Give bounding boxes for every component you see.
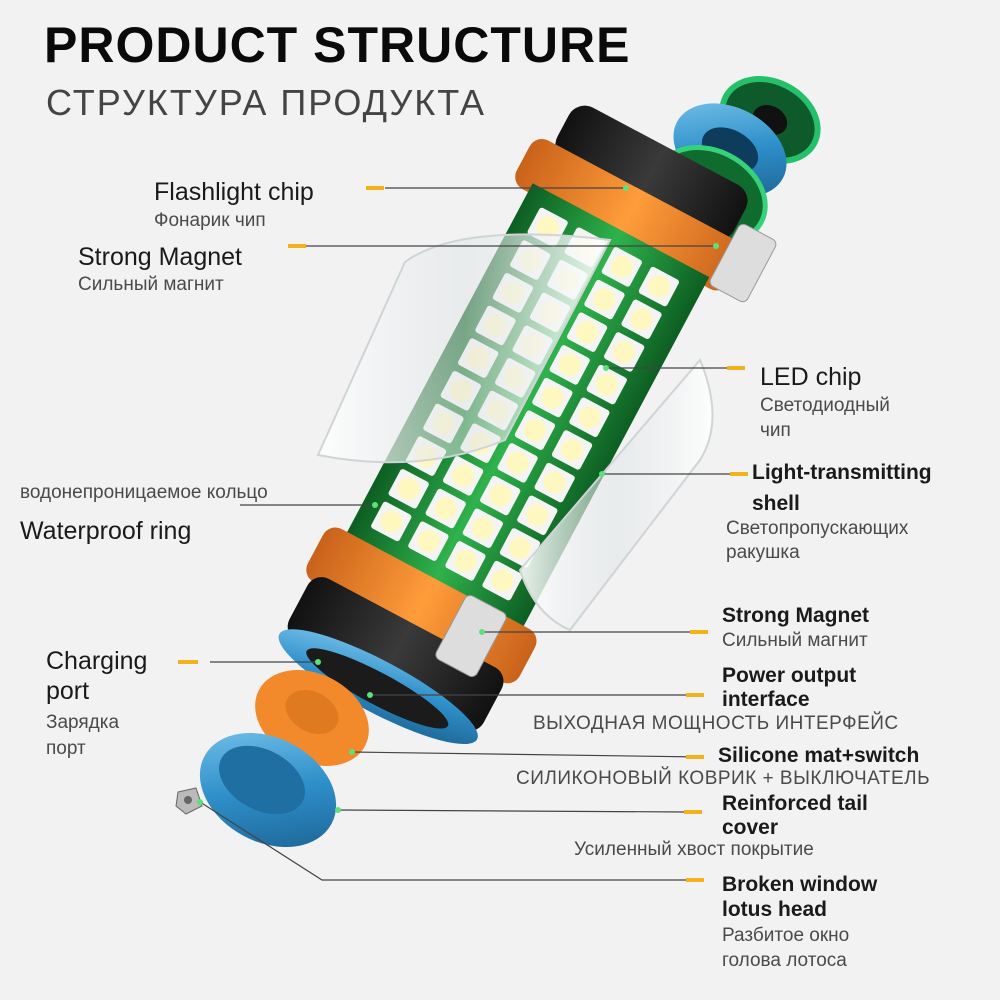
led-emitter bbox=[506, 451, 529, 474]
page-subtitle: СТРУКТУРА ПРОДУКТА bbox=[46, 82, 487, 123]
label-power-output-en-2: interface bbox=[722, 688, 810, 711]
label-power-output-ru: ВЫХОДНАЯ МОЩНОСТЬ ИНТЕРФЕЙС bbox=[533, 713, 899, 734]
led-emitter bbox=[434, 497, 457, 520]
label-led-chip-ru-2: чип bbox=[760, 420, 791, 441]
led-emitter bbox=[491, 569, 514, 592]
label-strong-magnet-top-ru: Сильный магнит bbox=[78, 274, 224, 295]
label-silicone-mat-en: Silicone mat+switch bbox=[718, 744, 920, 767]
label-strong-magnet-top-en: Strong Magnet bbox=[78, 243, 242, 271]
label-charging-port-ru-2: порт bbox=[46, 738, 86, 759]
led-emitter bbox=[526, 504, 549, 527]
label-led-chip-ru-1: Светодиодный bbox=[760, 395, 890, 416]
label-silicone-mat-ru: СИЛИКОНОВЫЙ КОВРИК + ВЫКЛЮЧАТЕЛЬ bbox=[516, 768, 931, 789]
label-charging-port-ru-1: Зарядка bbox=[46, 712, 120, 733]
label-tail-cover-ru: Усиленный хвост покрытие bbox=[574, 839, 814, 860]
led-emitter bbox=[541, 386, 564, 409]
label-lotus-head-en-1: Broken window bbox=[722, 873, 878, 896]
label-tail-cover-en-1: Reinforced tail bbox=[722, 792, 868, 815]
leader-accents bbox=[178, 186, 748, 882]
leader-dots bbox=[197, 185, 719, 813]
label-waterproof-ring-ru: водонепроницаемое кольцо bbox=[20, 482, 268, 503]
left-shell bbox=[316, 233, 612, 464]
label-waterproof-ring-en: Waterproof ring bbox=[20, 517, 192, 545]
top-magnet-block bbox=[709, 223, 777, 303]
label-strong-magnet-bottom-ru: Сильный магнит bbox=[722, 630, 868, 651]
led-emitter bbox=[610, 255, 633, 278]
led-emitter bbox=[578, 406, 601, 429]
label-lotus-head-ru-2: голова лотоса bbox=[722, 950, 847, 971]
led-emitter bbox=[558, 353, 581, 376]
right-shell bbox=[518, 358, 714, 632]
label-charging-port-en-2: port bbox=[46, 677, 90, 705]
led-emitter bbox=[452, 464, 475, 487]
label-strong-magnet-bottom-en: Strong Magnet bbox=[722, 604, 869, 627]
label-light-shell-ru-1: Светопропускающих bbox=[726, 518, 909, 539]
bottom-magnet-block bbox=[435, 595, 507, 677]
led-emitter bbox=[576, 321, 599, 344]
lotus-head-screw bbox=[175, 787, 203, 815]
label-tail-cover-en-2: cover bbox=[722, 816, 779, 839]
label-light-shell-en-2: shell bbox=[752, 492, 800, 515]
led-emitter bbox=[397, 477, 420, 500]
label-lotus-head-en-2: lotus head bbox=[722, 898, 828, 921]
leader-lines bbox=[199, 187, 748, 881]
tail-cover bbox=[199, 732, 337, 848]
led-emitter bbox=[489, 484, 512, 507]
led-emitter bbox=[613, 340, 636, 363]
label-lotus-head-ru-1: Разбитое окно bbox=[722, 925, 850, 946]
label-light-shell-ru-2: ракушка bbox=[726, 542, 800, 563]
led-emitter bbox=[508, 536, 531, 559]
led-emitter bbox=[630, 308, 653, 331]
page-title: PRODUCT STRUCTURE bbox=[44, 17, 631, 73]
led-emitter bbox=[647, 275, 670, 298]
led-emitter bbox=[595, 373, 618, 396]
label-flashlight-chip-en: Flashlight chip bbox=[154, 178, 314, 206]
led-emitter bbox=[523, 419, 546, 442]
label-led-chip-en: LED chip bbox=[760, 363, 862, 391]
led-emitter bbox=[561, 438, 584, 461]
led-emitter bbox=[543, 471, 566, 494]
label-charging-port-en-1: Charging bbox=[46, 647, 148, 675]
led-emitter bbox=[380, 510, 403, 533]
label-light-shell-en-1: Light-transmitting bbox=[752, 461, 932, 484]
led-emitter bbox=[593, 288, 616, 311]
label-flashlight-chip-ru: Фонарик чип bbox=[154, 210, 266, 231]
led-emitter bbox=[536, 216, 559, 239]
led-emitter bbox=[471, 517, 494, 540]
label-power-output-en-1: Power output bbox=[722, 664, 857, 687]
led-emitter bbox=[417, 530, 440, 553]
led-emitter bbox=[454, 549, 477, 572]
